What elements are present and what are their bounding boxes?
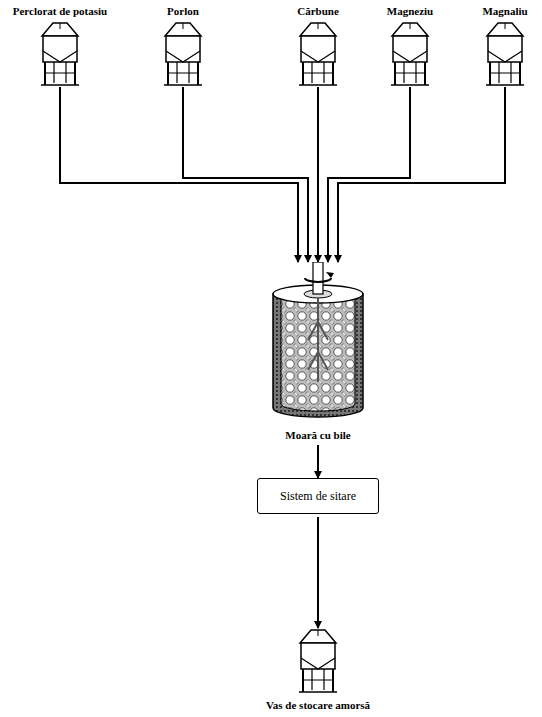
silo-icon — [161, 21, 205, 87]
silo: Porlon — [161, 4, 205, 87]
silo-icon — [296, 21, 340, 87]
flow-arrow — [183, 87, 308, 262]
silo-icon — [483, 21, 527, 87]
node-label: Cărbune — [296, 4, 340, 18]
silo: Magneziu — [387, 4, 433, 87]
flow-arrow — [338, 87, 505, 262]
flow-arrow — [317, 87, 319, 262]
flow-arrow — [317, 445, 319, 478]
ball-mill-icon — [260, 262, 376, 424]
silo: Perclorat de potasiu — [13, 4, 108, 87]
flow-arrow — [328, 87, 410, 262]
process-box: Sistem de sitare — [257, 478, 379, 514]
node-label: Perclorat de potasiu — [13, 4, 108, 18]
flow-arrow — [60, 87, 298, 262]
node-label: Magnaliu — [482, 4, 527, 18]
ball-mill: Moară cu bile — [260, 262, 376, 442]
node-label: Vas de stocare amorsă — [266, 698, 370, 712]
node-label: Magneziu — [387, 4, 433, 18]
silo: Magnaliu — [482, 4, 527, 87]
node-label: Sistem de sitare — [280, 489, 356, 503]
silo: Vas de stocare amorsă — [266, 628, 370, 712]
silo-icon — [38, 21, 82, 87]
node-label: Porlon — [161, 4, 205, 18]
flow-arrow — [317, 517, 319, 628]
silo-icon — [296, 628, 340, 694]
silo: Cărbune — [296, 4, 340, 87]
silo-icon — [388, 21, 432, 87]
node-label: Moară cu bile — [260, 428, 376, 442]
